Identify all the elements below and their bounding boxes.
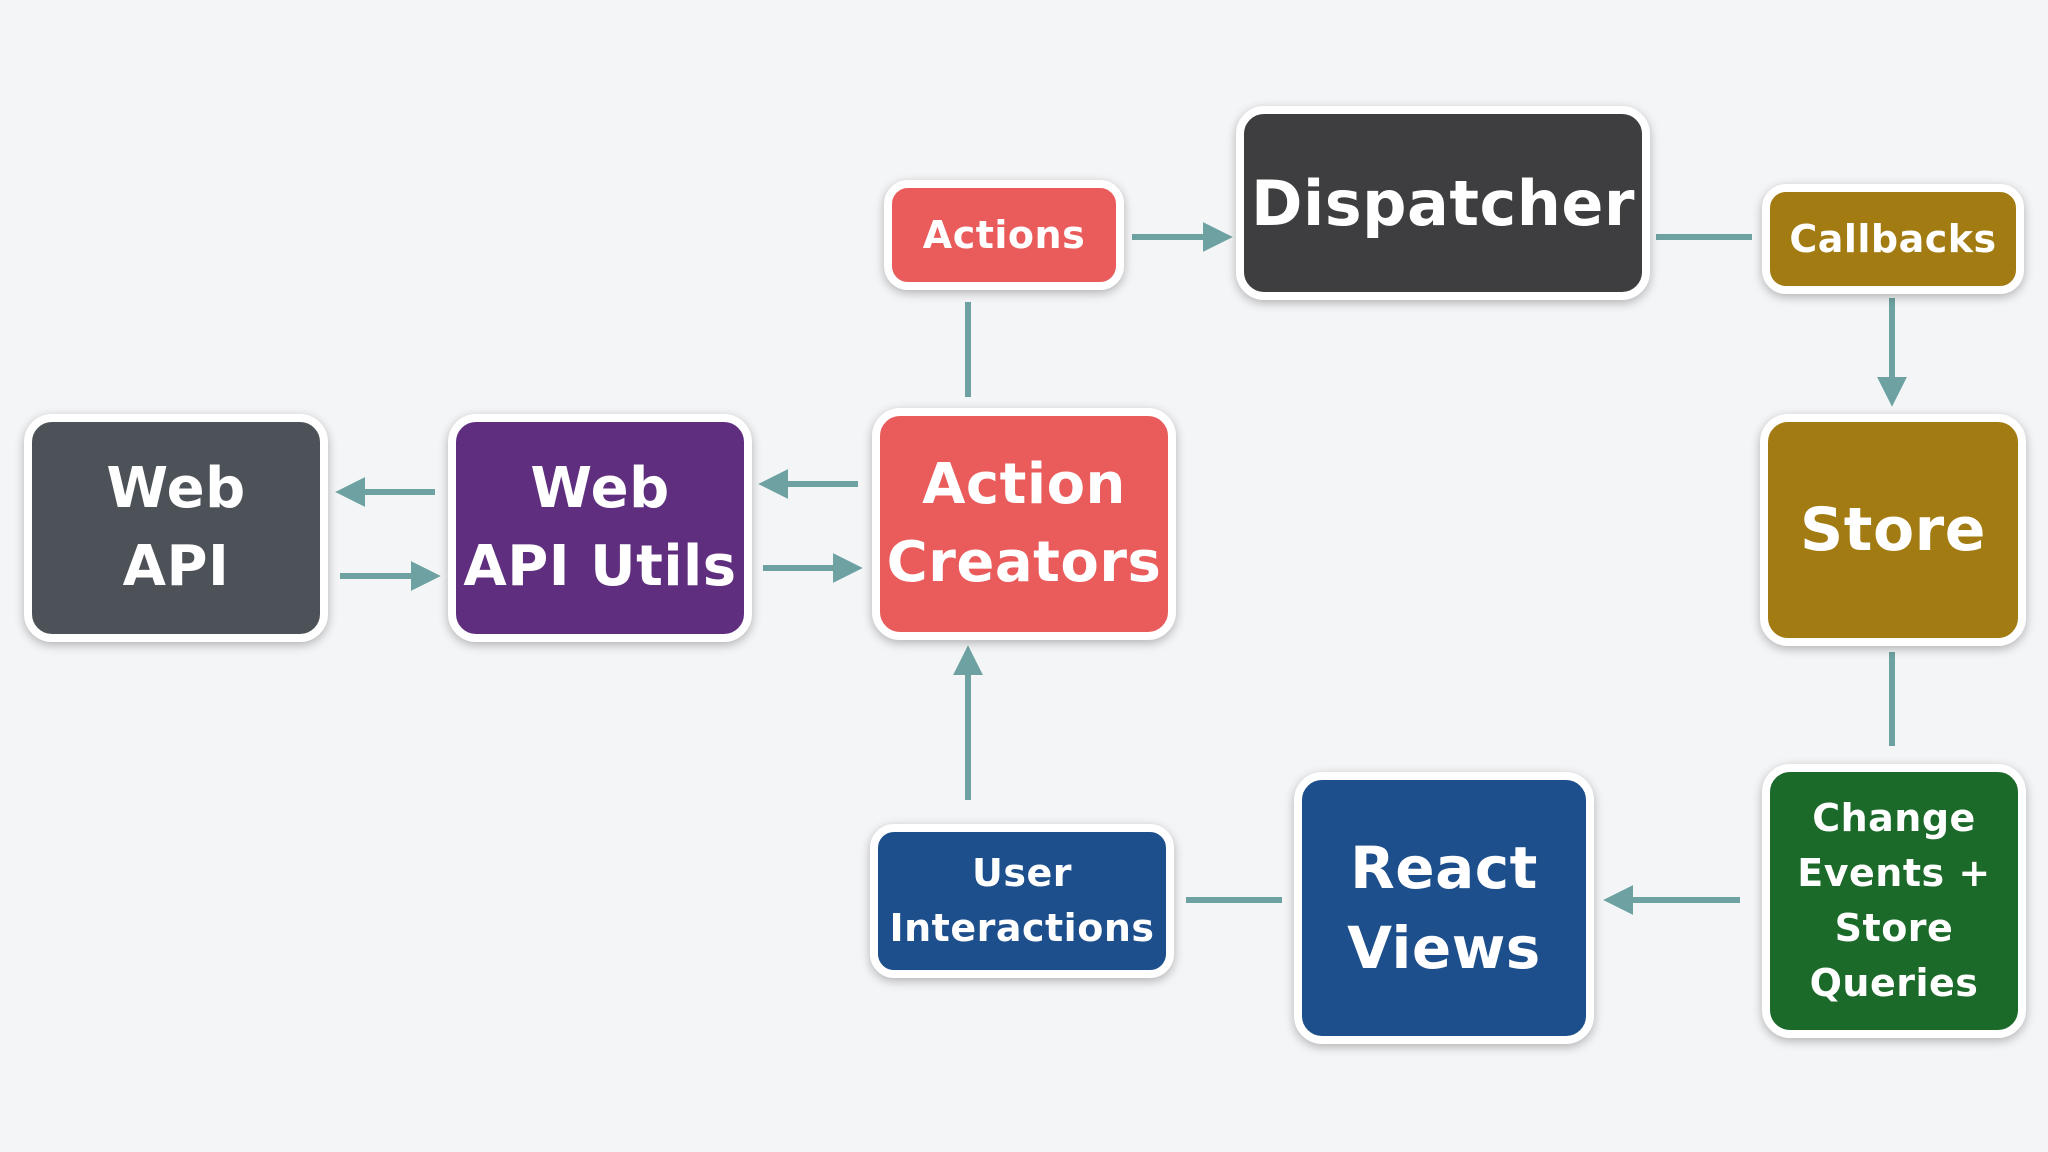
node-dispatcher: Dispatcher <box>1236 106 1650 300</box>
node-store: Store <box>1760 414 2026 646</box>
node-change-events: Change Events + Store Queries <box>1762 764 2026 1038</box>
node-react-views-label: React Views <box>1347 834 1541 982</box>
node-react-views: React Views <box>1294 772 1594 1044</box>
node-web-api-label: Web API <box>106 456 246 599</box>
node-callbacks: Callbacks <box>1762 184 2024 294</box>
node-actions: Actions <box>884 180 1124 290</box>
node-dispatcher-label: Dispatcher <box>1251 166 1635 240</box>
node-web-api-utils-label: Web API Utils <box>463 456 737 599</box>
node-user-interactions-label: User Interactions <box>889 851 1155 950</box>
node-actions-label: Actions <box>922 213 1086 257</box>
node-action-creators-label: Action Creators <box>886 452 1162 595</box>
node-web-api: Web API <box>24 414 328 642</box>
node-web-api-utils: Web API Utils <box>448 414 752 642</box>
node-user-interactions: User Interactions <box>870 824 1174 978</box>
node-change-events-label: Change Events + Store Queries <box>1797 796 1991 1005</box>
node-store-label: Store <box>1800 495 1986 565</box>
node-callbacks-label: Callbacks <box>1789 217 1997 261</box>
node-action-creators: Action Creators <box>872 408 1176 640</box>
